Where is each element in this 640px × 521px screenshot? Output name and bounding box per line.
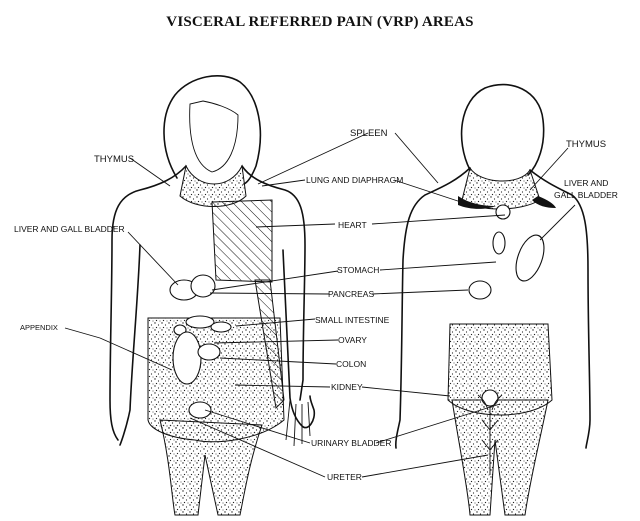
front-pancreas [185, 315, 215, 329]
label-lung-diaphragm: LUNG AND DIAPHRAGM [306, 175, 403, 185]
label-spleen: SPLEEN [350, 128, 388, 139]
labels: SPLEEN THYMUS THYMUS LUNG AND DIAPHRAGM … [14, 128, 618, 482]
front-neck-area [179, 164, 247, 207]
leader-lines [64, 132, 576, 478]
label-ureter: URETER [327, 472, 362, 482]
label-stomach: STOMACH [337, 265, 379, 275]
label-ovary: OVARY [338, 335, 367, 345]
front-colon-large [172, 331, 202, 385]
label-kidney: KIDNEY [331, 382, 363, 392]
front-small-intestine [210, 321, 232, 333]
front-bladder [188, 401, 212, 419]
label-liver-back-1: LIVER AND [564, 178, 608, 188]
front-face [189, 100, 239, 173]
front-right-arm [282, 249, 316, 429]
back-shoulder-shade [458, 196, 556, 209]
back-neck-area [461, 166, 541, 210]
front-legs-area [159, 419, 263, 516]
back-pancreas-spot [468, 280, 492, 300]
label-liver-back-2: GALL BLADDER [554, 190, 618, 200]
back-head [460, 83, 545, 176]
back-thymus-spot [495, 204, 511, 220]
front-figure [109, 75, 316, 516]
label-thymus-back: THYMUS [566, 139, 606, 150]
front-hair [163, 75, 262, 185]
label-pancreas: PANCREAS [328, 289, 374, 299]
label-colon: COLON [336, 359, 366, 369]
label-liver-front: LIVER AND GALL BLADDER [14, 224, 125, 234]
label-thymus-front: THYMUS [94, 154, 134, 165]
label-heart: HEART [338, 220, 367, 230]
front-right-hand [285, 399, 311, 447]
back-legs-area [451, 399, 549, 516]
front-left-arm [119, 244, 141, 446]
front-heart-area [211, 199, 273, 283]
back-figure [395, 83, 591, 516]
front-colon-small [197, 343, 221, 361]
back-ureter-lines [477, 394, 503, 475]
back-heart-spot [492, 231, 506, 255]
page-title: VISCERAL REFERRED PAIN (VRP) AREAS [166, 14, 474, 30]
label-appendix: APPENDIX [20, 323, 58, 332]
back-kidney-circle [481, 389, 499, 407]
label-small-intestine: SMALL INTESTINE [315, 315, 390, 325]
front-stomach-circle [190, 274, 216, 298]
back-body-outline [395, 167, 591, 449]
label-urinary-bladder: URINARY BLADDER [311, 438, 391, 448]
back-liver-area [515, 234, 545, 282]
